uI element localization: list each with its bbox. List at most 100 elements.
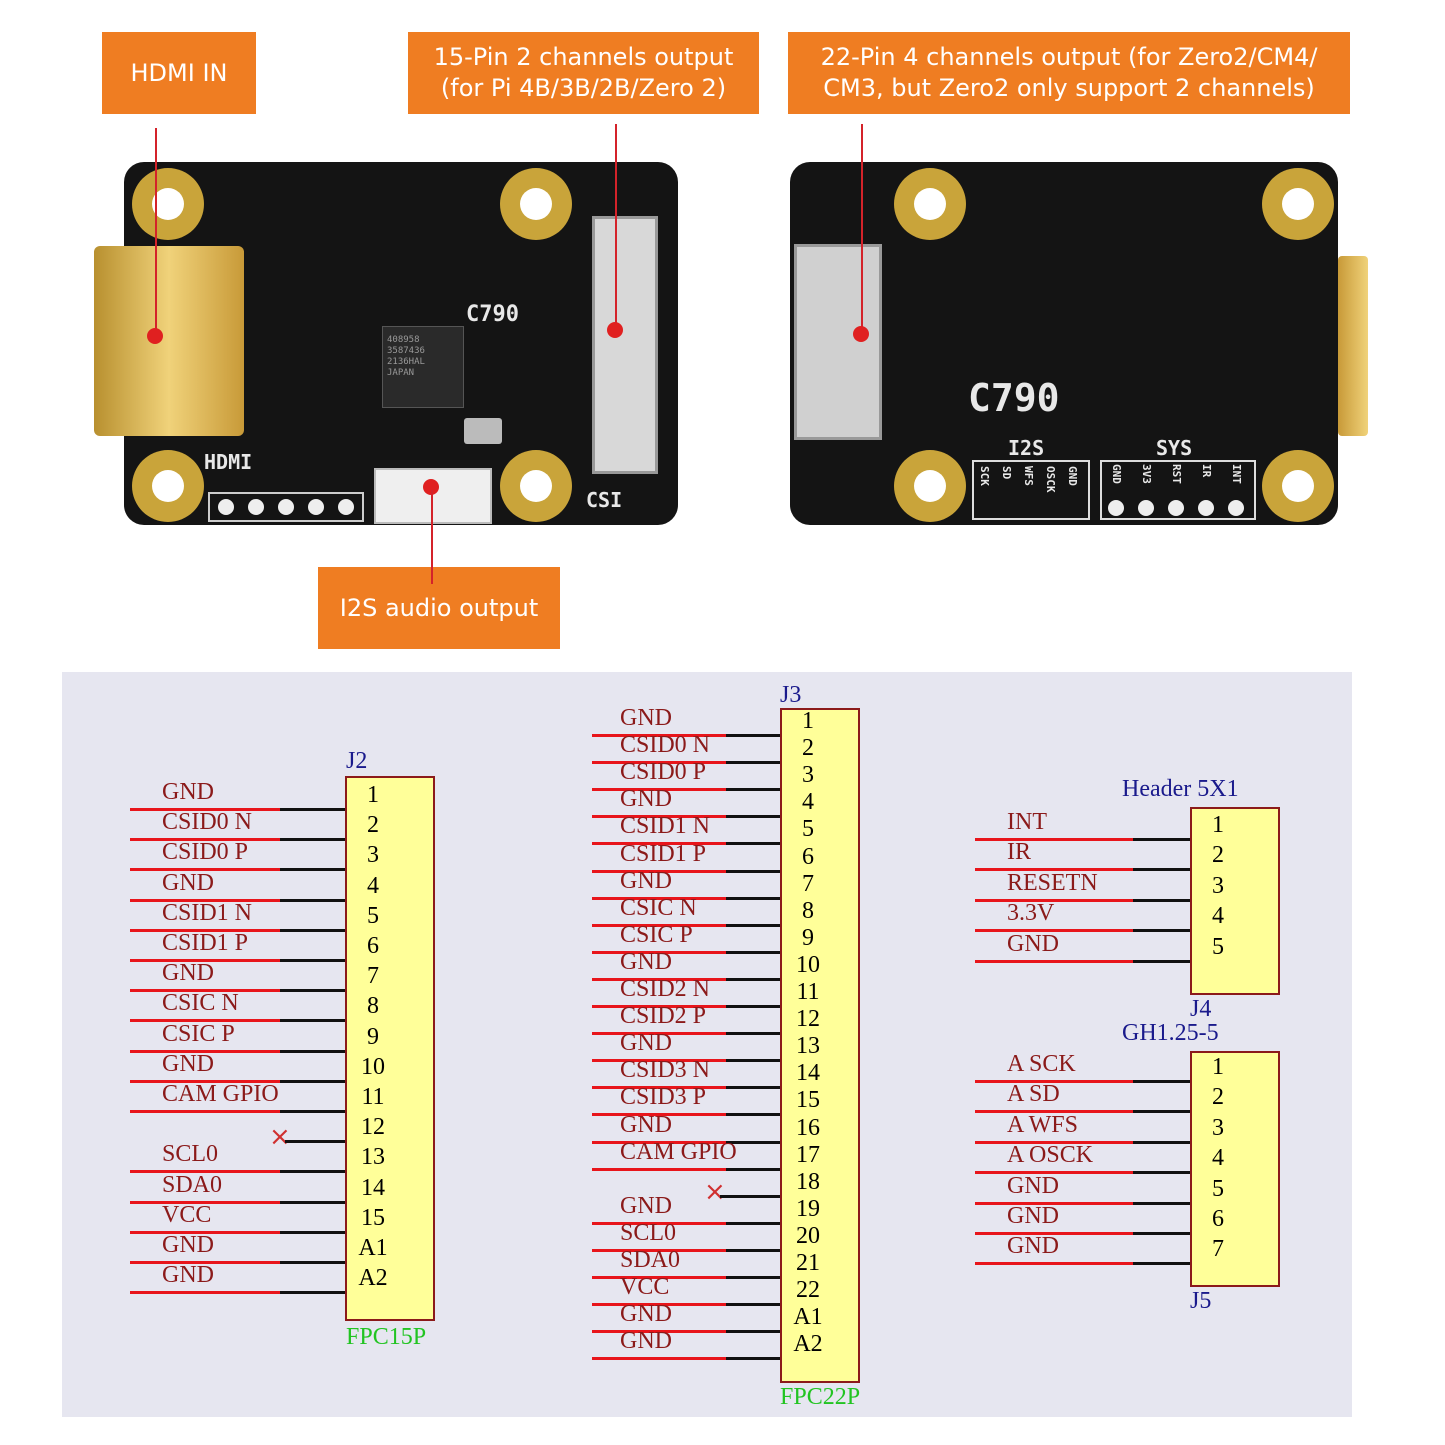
- mount-hole: [500, 168, 572, 240]
- csi-connector: [592, 216, 658, 474]
- pin-number: 13: [361, 1144, 385, 1171]
- sys-pin-label: INT: [1230, 464, 1243, 484]
- wire-segment: [130, 989, 280, 993]
- pin-signal-label: CAM GPIO: [620, 1138, 737, 1165]
- j2-footprint: FPC15P: [346, 1324, 427, 1350]
- wire-segment: [592, 1059, 726, 1063]
- wire-segment: [975, 868, 1133, 872]
- pin-stub: [1133, 959, 1190, 963]
- callout-15pin: 15-Pin 2 channels output (for Pi 4B/3B/2…: [408, 32, 759, 114]
- wire-segment: [130, 1200, 280, 1204]
- no-connect-mark: ×: [269, 1122, 291, 1153]
- wire-segment: [130, 838, 280, 842]
- csi-silk-label: CSI: [586, 488, 623, 512]
- pin-stub: [280, 1261, 345, 1264]
- wire-segment: [975, 1262, 1133, 1266]
- wire-segment: [130, 1230, 280, 1234]
- pin-number: 3: [802, 762, 814, 789]
- pin-signal-label: SDA0: [162, 1171, 223, 1198]
- pin-number: 4: [367, 872, 379, 899]
- pin-signal-label: CSID0 N: [620, 732, 711, 759]
- pin-signal-label: GND: [620, 1111, 672, 1138]
- pin-number: 7: [802, 870, 814, 897]
- pin-stub: [726, 761, 780, 765]
- pin-number: 12: [361, 1114, 385, 1141]
- pin-number: 6: [1212, 1206, 1224, 1232]
- wire-segment: [975, 898, 1133, 902]
- pin-stub: [726, 896, 780, 900]
- pin-number: 9: [802, 924, 814, 951]
- j4-title: Header 5X1: [1122, 776, 1239, 802]
- wire-segment: [130, 868, 280, 872]
- pin-stub: [1133, 868, 1190, 872]
- wire-segment: [975, 1171, 1133, 1175]
- pin-stub: [726, 1113, 780, 1117]
- marker-dot: [607, 322, 623, 338]
- pin-signal-label: GND: [620, 867, 672, 894]
- pin-number: 12: [796, 1006, 820, 1033]
- wire-segment: [130, 1110, 280, 1113]
- pin-number: 19: [796, 1195, 820, 1222]
- pin-header: [208, 492, 364, 522]
- marker-dot: [853, 326, 869, 342]
- pin-stub: [1133, 1262, 1190, 1266]
- mount-hole: [1262, 450, 1334, 522]
- callout-22pin-line1: 22-Pin 4 channels output (for Zero2/CM4/: [820, 43, 1318, 71]
- pin-number: 5: [1212, 1175, 1224, 1202]
- j3-ref: J3: [780, 682, 802, 708]
- pin-number: 2: [802, 735, 814, 762]
- pin-stub: [726, 923, 780, 927]
- pin-signal-label: GND: [1007, 1233, 1059, 1260]
- pin-stub: [1133, 1201, 1190, 1205]
- wire-segment: [592, 977, 726, 981]
- pin-number: 6: [367, 933, 379, 959]
- pin-number: 14: [361, 1174, 385, 1201]
- wire-segment: [592, 1330, 726, 1334]
- chip-text: 3587436: [387, 346, 425, 356]
- pin-stub: [280, 1230, 345, 1234]
- pin-stub: [280, 808, 345, 811]
- pin-signal-label: CAM GPIO: [162, 1081, 279, 1107]
- pin-number: 11: [361, 1084, 385, 1110]
- pin-signal-label: GND: [620, 1328, 672, 1355]
- pin-signal-label: A OSCK: [1007, 1142, 1094, 1169]
- pin-number: 15: [361, 1204, 385, 1231]
- wire-segment: [592, 1113, 726, 1117]
- sys-silk-title: SYS: [1156, 436, 1193, 460]
- pin-number: 2: [1212, 842, 1224, 869]
- pin-number: 6: [802, 843, 814, 870]
- i2s-pin-label: OSCK: [1044, 466, 1057, 493]
- pin-stub: [726, 734, 780, 737]
- pin-stub: [280, 1049, 345, 1053]
- pin-stub: [280, 838, 345, 842]
- wire-segment: [592, 1357, 726, 1361]
- pin-number: 2: [367, 812, 379, 839]
- wire-segment: [592, 950, 726, 954]
- mount-hole: [894, 450, 966, 522]
- callout-hdmi-in-text: HDMI IN: [130, 58, 228, 87]
- chip-text: 2136HAL: [387, 357, 425, 367]
- wire-segment: [592, 1303, 726, 1307]
- sys-pin-label: 3V3: [1140, 464, 1153, 484]
- pin-signal-label: CSIC N: [162, 990, 239, 1017]
- leader-line: [615, 124, 617, 330]
- pin-number: 4: [1212, 1145, 1224, 1172]
- i2s-pin-label: WFS: [1022, 466, 1035, 486]
- pin-stub: [1133, 1232, 1190, 1235]
- pin-number: 16: [796, 1114, 820, 1141]
- hdmi-connector-back: [1338, 256, 1368, 436]
- pin-signal-label: IR: [1007, 839, 1031, 866]
- i2s-connector: [374, 468, 492, 524]
- pin-signal-label: A WFS: [1007, 1111, 1078, 1138]
- pin-stub: [726, 1005, 780, 1008]
- pin-signal-label: CSIC N: [620, 894, 697, 921]
- pin-number: 3: [1212, 1114, 1224, 1141]
- pin-signal-label: A SD: [1007, 1081, 1060, 1108]
- pin-stub: [1133, 1171, 1190, 1175]
- board-model-label: C790: [466, 302, 519, 327]
- hdmi-connector: [94, 246, 244, 436]
- board-front: 408958 3587436 2136HAL JAPAN C790 HDMI C…: [124, 162, 678, 525]
- pin-signal-label: SDA0: [620, 1247, 681, 1273]
- pin-stub: [726, 815, 780, 819]
- pin-signal-label: GND: [620, 786, 672, 813]
